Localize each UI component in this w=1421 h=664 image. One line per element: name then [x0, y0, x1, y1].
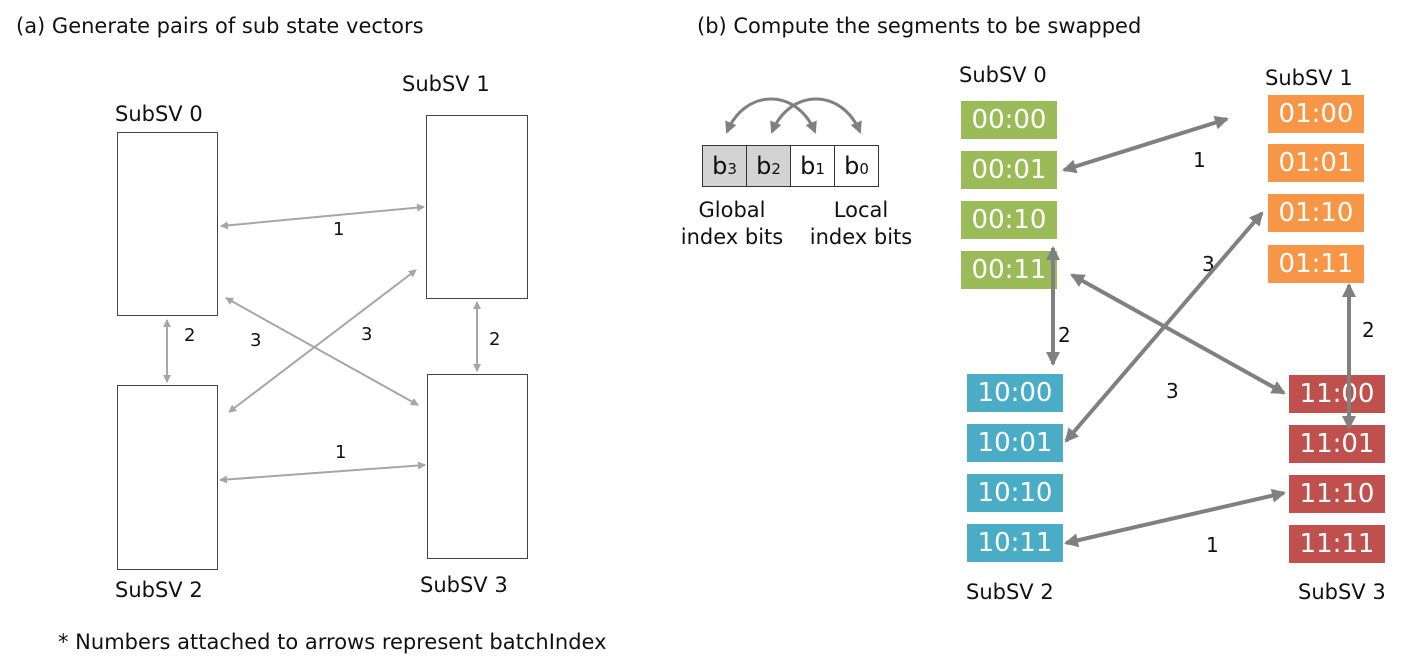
- segment-01-10: 01:10: [1268, 194, 1364, 232]
- bit-swap-arrow-b2-b0: [770, 97, 862, 134]
- segment-00-10: 00:10: [961, 201, 1057, 239]
- panel-a-arrow-sv2-sv1: [228, 269, 417, 413]
- panel-a-title: (a) Generate pairs of sub state vectors: [16, 14, 424, 38]
- panel-a-subsv1-box: [426, 115, 528, 299]
- segment-01-00: 01:00: [1268, 95, 1364, 133]
- panel-a-arrow-label-1-bottom: 1: [335, 442, 347, 463]
- panel-a-arrow-label-2-left: 2: [184, 325, 196, 346]
- segment-00-01: 00:01: [961, 151, 1057, 189]
- panel-a-arrow-sv2-sv3: [219, 461, 426, 484]
- panel-b-arrow-0011-1100: [1070, 273, 1286, 395]
- panel-b-arrow-label-2-right: 2: [1362, 318, 1375, 342]
- panel-b-subsv0-label: SubSV 0: [959, 63, 1047, 87]
- panel-b-arrow-1001-0110: [1064, 211, 1264, 443]
- panel-a-arrow-sv0-sv3: [225, 297, 419, 406]
- panel-b-arrow-0001-0100: [1062, 115, 1229, 174]
- segment-10-10: 10:10: [967, 474, 1063, 512]
- segment-00-11: 00:11: [961, 251, 1057, 289]
- panel-a-subsv0-label: SubSV 0: [115, 102, 203, 126]
- panel-b-title: (b) Compute the segments to be swapped: [697, 14, 1142, 38]
- segment-10-01: 10:01: [967, 424, 1063, 462]
- panel-a-subsv2-box: [117, 385, 218, 570]
- panel-a-arrow-label-2-right: 2: [489, 329, 501, 350]
- segment-10-11: 10:11: [967, 524, 1063, 562]
- segment-00-00: 00:00: [961, 101, 1057, 139]
- panel-a-subsv1-label: SubSV 1: [402, 72, 490, 96]
- panel-b-arrow-1011-1110: [1064, 488, 1286, 548]
- segment-10-00: 10:00: [967, 374, 1063, 412]
- panel-a-subsv3-box: [427, 374, 528, 559]
- footnote: * Numbers attached to arrows represent b…: [58, 630, 607, 654]
- panel-a-subsv0-box: [117, 132, 218, 316]
- local-index-bits-caption: Local index bits: [809, 198, 913, 249]
- global-index-bits-caption: Global index bits: [680, 198, 784, 249]
- segment-11-01: 11:01: [1289, 425, 1385, 463]
- panel-a-subsv2-label: SubSV 2: [115, 578, 203, 602]
- segment-11-00: 11:00: [1289, 375, 1385, 413]
- panel-b-subsv2-label: SubSV 2: [966, 580, 1054, 604]
- panel-a-arrow-label-1-top: 1: [333, 219, 345, 240]
- bit-swap-arrow-b3-b1: [725, 97, 817, 134]
- segment-11-10: 11:10: [1289, 475, 1385, 513]
- panel-b-subsv1-label: SubSV 1: [1265, 66, 1353, 90]
- segment-11-11: 11:11: [1289, 525, 1385, 563]
- segment-01-01: 01:01: [1268, 144, 1364, 182]
- panel-b-subsv3-label: SubSV 3: [1298, 580, 1386, 604]
- panel-a-arrow-sv0-sv1: [220, 203, 425, 230]
- panel-a-subsv3-label: SubSV 3: [420, 573, 508, 597]
